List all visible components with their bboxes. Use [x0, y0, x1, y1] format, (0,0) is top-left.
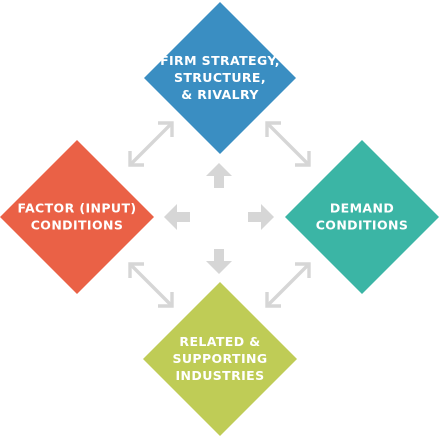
- right-arrow-icon: [248, 204, 274, 230]
- node-label-line: CONDITIONS: [316, 218, 409, 233]
- diamond-shape: [0, 140, 154, 294]
- diamond-shape: [285, 140, 439, 294]
- up-arrow-icon: [206, 163, 232, 188]
- down-arrow-icon: [206, 249, 232, 274]
- node-label-line: SUPPORTING: [172, 351, 267, 366]
- node-related-industries: RELATED & SUPPORTING INDUSTRIES: [143, 282, 297, 436]
- node-label-line: FIRM STRATEGY,: [160, 53, 280, 68]
- double-arrow-icon-lower-right: [265, 262, 311, 308]
- node-label-line: FACTOR (INPUT): [17, 201, 136, 216]
- node-label-line: DEMAND: [330, 201, 394, 216]
- node-firm-strategy: FIRM STRATEGY, STRUCTURE, & RIVALRY: [144, 2, 296, 154]
- node-label-line: RELATED &: [179, 334, 260, 349]
- diagonal-arrows: [128, 121, 311, 308]
- left-arrow-icon: [164, 204, 190, 230]
- double-arrow-icon-lower-left: [128, 262, 174, 308]
- node-label: FIRM STRATEGY, STRUCTURE, & RIVALRY: [160, 53, 280, 102]
- node-label-line: STRUCTURE,: [174, 70, 266, 85]
- diamond-shape: [144, 2, 296, 154]
- node-factor-conditions: FACTOR (INPUT) CONDITIONS: [0, 140, 154, 294]
- node-label-line: CONDITIONS: [31, 218, 124, 233]
- node-label: DEMAND CONDITIONS: [316, 201, 409, 233]
- node-demand-conditions: DEMAND CONDITIONS: [285, 140, 439, 294]
- node-label-line: INDUSTRIES: [176, 368, 265, 383]
- double-arrow-icon-upper-right: [265, 121, 311, 167]
- node-label: FACTOR (INPUT) CONDITIONS: [17, 201, 136, 233]
- diamond-shape: [143, 282, 297, 436]
- node-label-line: & RIVALRY: [181, 87, 259, 102]
- double-arrow-icon-upper-left: [128, 121, 174, 167]
- center-arrows: [164, 163, 274, 274]
- node-label: RELATED & SUPPORTING INDUSTRIES: [172, 334, 267, 383]
